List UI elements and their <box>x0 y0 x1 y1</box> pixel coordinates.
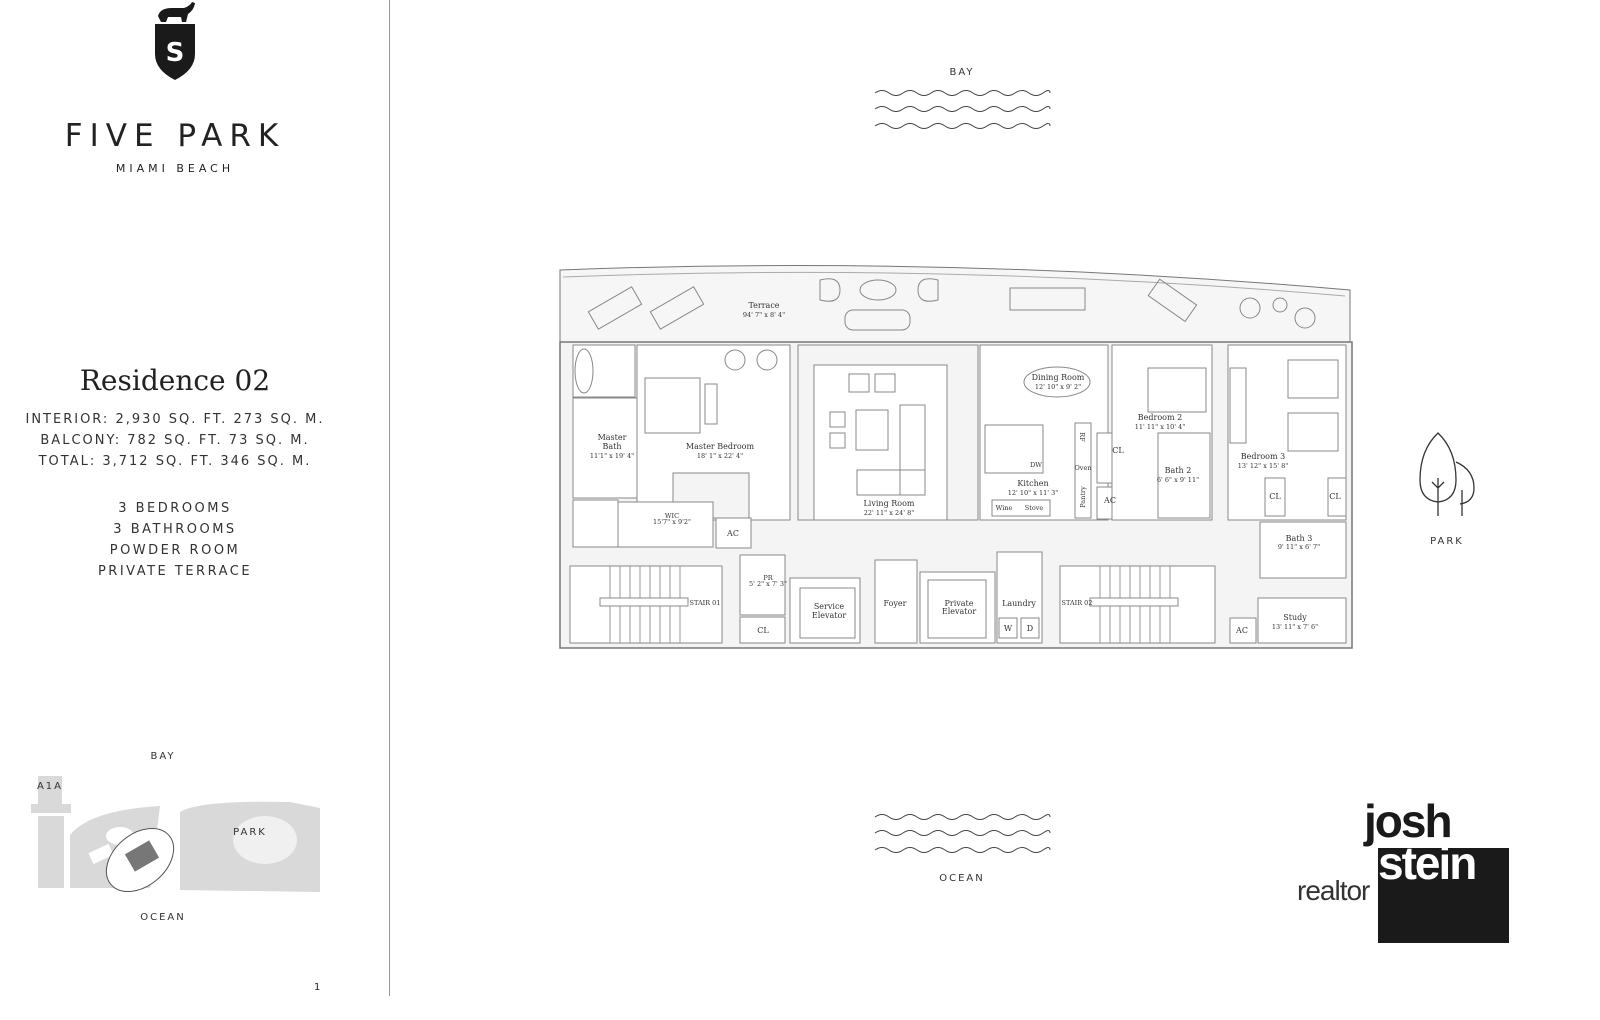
key-ocean-label: OCEAN <box>140 912 186 923</box>
dryer-label: D <box>1027 624 1033 633</box>
realtor-logo-tag: realtor <box>1297 875 1370 906</box>
master-bedroom-dims: 18' 1" x 22' 4" <box>697 452 743 460</box>
stair-01-label: STAIR 01 <box>690 599 721 607</box>
closet-label: CL <box>1112 446 1124 455</box>
closet-label: CL <box>1329 492 1341 501</box>
service-elevator-label-2: Elevator <box>812 611 846 620</box>
stove-label: Stove <box>1025 504 1044 512</box>
private-elevator-label: Private <box>944 599 973 608</box>
service-elevator-label: Service <box>814 602 845 611</box>
bath-3-label: Bath 3 <box>1286 534 1313 543</box>
master-bath-dims: 11'1" x 19' 4" <box>590 452 634 460</box>
study-label: Study <box>1283 613 1307 622</box>
ocean-label: OCEAN <box>939 873 985 884</box>
bedroom-2-label: Bedroom 2 <box>1138 413 1182 422</box>
elephant-shield-icon: S <box>155 2 195 80</box>
feature-powder-room: POWDER ROOM <box>109 543 241 558</box>
page-number: 1 <box>314 982 321 993</box>
terrace-dims: 94' 7" x 8' 4" <box>743 311 785 319</box>
key-plan: BAY A1A PARK OCEAN <box>20 740 340 940</box>
closet-label: CL <box>757 626 769 635</box>
oven-label: Oven <box>1074 464 1091 472</box>
svg-text:S: S <box>166 38 185 68</box>
bath-3-dims: 9' 11" x 6' 7" <box>1278 543 1320 551</box>
panel-divider <box>389 0 390 996</box>
bedroom-3-dims: 13' 12" x 15' 8" <box>1238 462 1288 470</box>
foyer-label: Foyer <box>883 599 906 608</box>
powder-room-label: PR <box>763 574 773 582</box>
brand-logo: S <box>150 2 200 82</box>
ac-label: AC <box>1103 496 1116 505</box>
bay-waves-icon <box>874 90 1051 129</box>
living-room-dims: 22' 11" x 24' 8" <box>864 509 914 517</box>
bath-2-label: Bath 2 <box>1165 466 1192 475</box>
ac-label: AC <box>1235 626 1248 635</box>
ocean-waves-icon <box>874 814 1051 853</box>
study-dims: 13' 11" x 7' 6" <box>1272 623 1318 631</box>
interior-area: INTERIOR: 2,930 SQ. FT. 273 SQ. M. <box>25 412 325 427</box>
brand-subtitle: MIAMI BEACH <box>115 162 235 175</box>
master-bath-label: Master <box>598 433 627 442</box>
key-park-label: PARK <box>233 827 267 838</box>
feature-bedrooms: 3 BEDROOMS <box>118 501 232 516</box>
dining-room-dims: 12' 10" x 9' 2" <box>1035 383 1081 391</box>
realtor-logo-line-2: stein <box>1378 837 1477 889</box>
wine-label: Wine <box>996 504 1013 512</box>
key-road-label: A1A <box>37 781 63 792</box>
closet-label: CL <box>1269 492 1281 501</box>
residence-title: Residence 02 <box>79 364 271 397</box>
park-label: PARK <box>1430 536 1464 547</box>
bedroom-3-label: Bedroom 3 <box>1241 452 1285 461</box>
wic-dims: 15'7" x 9'2" <box>653 518 691 526</box>
feature-terrace: PRIVATE TERRACE <box>97 564 253 579</box>
stair-02-label: STAIR 02 <box>1062 599 1093 607</box>
private-elevator-label-2: Elevator <box>942 607 976 616</box>
bedroom-2-dims: 11' 11" x 10' 4" <box>1135 423 1185 431</box>
master-bedroom-label: Master Bedroom <box>686 442 755 451</box>
realtor-logo-line-1: josh <box>1364 795 1453 847</box>
wic-label: WIC <box>665 512 679 520</box>
dining-room-label: Dining Room <box>1032 373 1085 382</box>
ac-label: AC <box>726 529 739 538</box>
feature-bathrooms: 3 BATHROOMS <box>113 522 237 537</box>
balcony-area: BALCONY: 782 SQ. FT. 73 SQ. M. <box>40 433 310 448</box>
tree-icon <box>1419 432 1475 516</box>
realtor-logo: josh stein realtor <box>1290 795 1520 950</box>
kitchen-dims: 12' 10" x 11' 3" <box>1008 489 1058 497</box>
dishwasher-label: DW <box>1030 461 1042 469</box>
key-bay-label: BAY <box>150 751 175 762</box>
total-area: TOTAL: 3,712 SQ. FT. 346 SQ. M. <box>38 454 312 469</box>
living-room-label: Living Room <box>863 499 914 508</box>
bay-label: BAY <box>949 67 974 78</box>
kitchen-label: Kitchen <box>1017 479 1048 488</box>
master-bath-label-2: Bath <box>602 442 621 451</box>
laundry-label: Laundry <box>1002 599 1036 608</box>
residence-highlight <box>124 840 160 872</box>
fridge-label: RF <box>1078 432 1086 442</box>
powder-room-dims: 5' 2" x 7' 3" <box>749 580 787 588</box>
brand-name: FIVE PARK <box>64 118 286 154</box>
washer-label: W <box>1004 624 1013 633</box>
bath-2-dims: 6' 6" x 9' 11" <box>1157 476 1199 484</box>
pantry-label: Pantry <box>1079 486 1087 508</box>
terrace-label: Terrace <box>748 301 779 310</box>
